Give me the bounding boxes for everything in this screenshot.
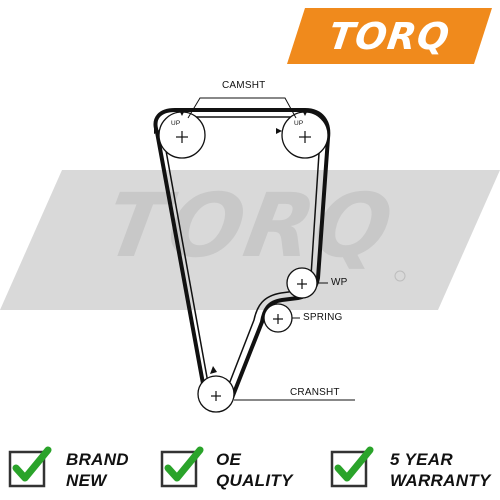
checkmark-icon — [8, 446, 52, 488]
logo-badge-shape — [287, 8, 492, 64]
badge-brand-new: BRAND NEW — [8, 440, 168, 496]
timing-belt-diagram — [153, 97, 355, 413]
badge-warranty-line2: WARRANTY — [390, 471, 491, 490]
belt-inner — [161, 116, 322, 402]
timing-mark-left — [154, 128, 160, 134]
up-label-left: UP — [171, 120, 181, 127]
badge-warranty-line1: 5 YEAR — [390, 450, 453, 469]
up-label-right: UP — [294, 120, 304, 127]
camshaft-label: CAMSHT — [222, 80, 266, 91]
torq-logo: TORQ — [287, 8, 492, 64]
camshaft-leader — [187, 97, 297, 119]
badge-oe-quality: OE QUALITY — [160, 440, 320, 496]
checkmark-icon — [330, 446, 374, 488]
badge-oe-quality-line2: QUALITY — [216, 471, 293, 490]
checkmark-icon — [160, 446, 204, 488]
badge-brand-new-line2: NEW — [66, 471, 107, 490]
crankshaft-label: CRANSHT — [290, 387, 340, 398]
timing-mark-right — [276, 128, 282, 134]
water-pump-label: WP — [331, 277, 348, 288]
spring-label: SPRING — [303, 312, 343, 323]
timing-mark-crank — [210, 366, 217, 374]
feature-badges: BRAND NEW OE QUALITY 5 YEAR WARRANTY — [0, 440, 500, 500]
badge-oe-quality-line1: OE — [216, 450, 242, 469]
badge-5-year-warranty: 5 YEAR WARRANTY — [330, 440, 500, 496]
timing-mark-right-top — [302, 110, 308, 116]
badge-brand-new-line1: BRAND — [66, 450, 129, 469]
timing-mark-left-top — [179, 110, 185, 116]
